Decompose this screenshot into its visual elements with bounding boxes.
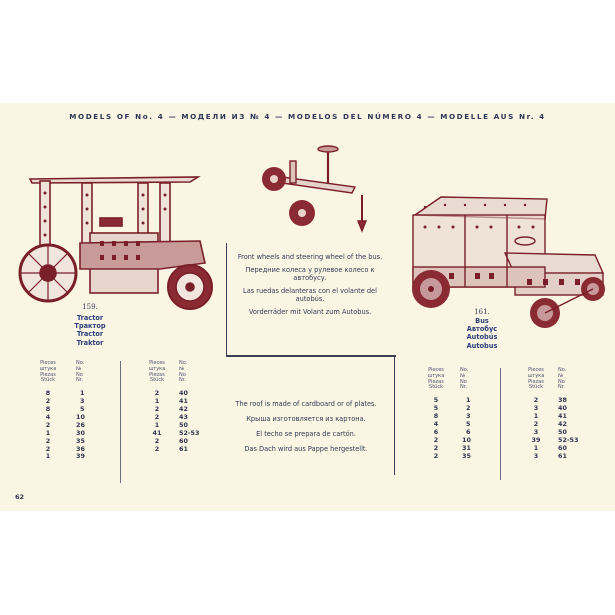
bus-illustration (412, 196, 605, 328)
caption-es: Las ruedas delanteras con el volante del… (243, 287, 377, 303)
table-header: Pieces штука Piezas Stück No. № No Nr. (427, 367, 469, 391)
tractor-parts-table-right: Pieces штука Piezas Stück No. № No Nr. 2… (139, 360, 207, 453)
model-names-bus: Bus Автобус Autobús Autobus (447, 317, 517, 350)
table-divider (120, 361, 121, 483)
roof-caption: The roof is made of cardboard or of plat… (222, 400, 390, 459)
page-header: MODELS OF No. 4 — МОДЕЛИ ИЗ № 4 — MODELO… (69, 112, 546, 121)
header-no-es: No (76, 371, 83, 378)
caption-en: The roof is made of cardboard or of plat… (235, 400, 377, 408)
header-pieces-de: Stück (41, 377, 55, 384)
caption-ru: Крыша изготовляется из картона. (246, 415, 366, 423)
tractor-illustration (18, 176, 213, 310)
header-no-en: No. (76, 360, 85, 366)
model-name-en: Tractor (76, 314, 104, 322)
model-number-bus: 161. (474, 308, 490, 316)
model-name-es: Autobús (466, 333, 498, 342)
caption-en: Front wheels and steering wheel of the b… (237, 253, 383, 261)
model-number-tractor: 159. (82, 303, 98, 311)
caption-de: Vorderräder mit Volant zum Autobus. (248, 308, 372, 316)
box-line-left (226, 243, 228, 356)
model-name-de: Autobus (466, 341, 498, 350)
steering-caption: Front wheels and steering wheel of the b… (232, 253, 388, 321)
caption-es: El techo se prepara de cartón. (256, 430, 356, 438)
table-header: Pieces штука Piezas Stück No. № No Nr. (30, 360, 108, 384)
table-header: Pieces штука Piezas Stück No. № No Nr. (148, 360, 188, 384)
catalog-page: MODELS OF No. 4 — МОДЕЛИ ИЗ № 4 — MODELO… (0, 103, 615, 511)
caption-ru: Передние колеса у рулевое колесо к автоб… (245, 266, 375, 282)
header-no-de: Nr. (76, 377, 83, 384)
tractor-parts-table-left: Pieces штука Piezas Stück No. № No Nr. 8… (30, 360, 108, 461)
page-number: 62 (15, 493, 25, 501)
model-name-ru: Автобус (466, 325, 498, 334)
header-no-ru: № (76, 365, 82, 372)
model-names-tractor: Tractor Трактор Tractor Traktor (55, 314, 125, 347)
model-name-en: Bus (475, 317, 489, 325)
model-name-de: Traktor (76, 338, 104, 347)
steering-assembly-illustration (262, 145, 368, 233)
header-pieces-ru: штука (39, 365, 57, 372)
model-name-es: Tractor (76, 330, 104, 339)
box-line-horizontal (226, 355, 396, 357)
table-header: Pieces штука Piezas Stück No. № No Nr. (527, 367, 567, 391)
bus-parts-table-right: Pieces штука Piezas Stück No. № No Nr. 2… (518, 367, 586, 460)
bus-parts-table-left: Pieces штука Piezas Stück No. № No Nr. 5… (418, 367, 494, 460)
model-name-ru: Трактор (74, 322, 106, 331)
header-pieces-en: Pieces (40, 360, 56, 366)
caption-de: Das Dach wird aus Pappe hergestellt. (244, 445, 368, 453)
box-line-right (394, 355, 396, 475)
header-pieces-es: Piezas (40, 371, 56, 378)
table-divider (500, 368, 501, 480)
